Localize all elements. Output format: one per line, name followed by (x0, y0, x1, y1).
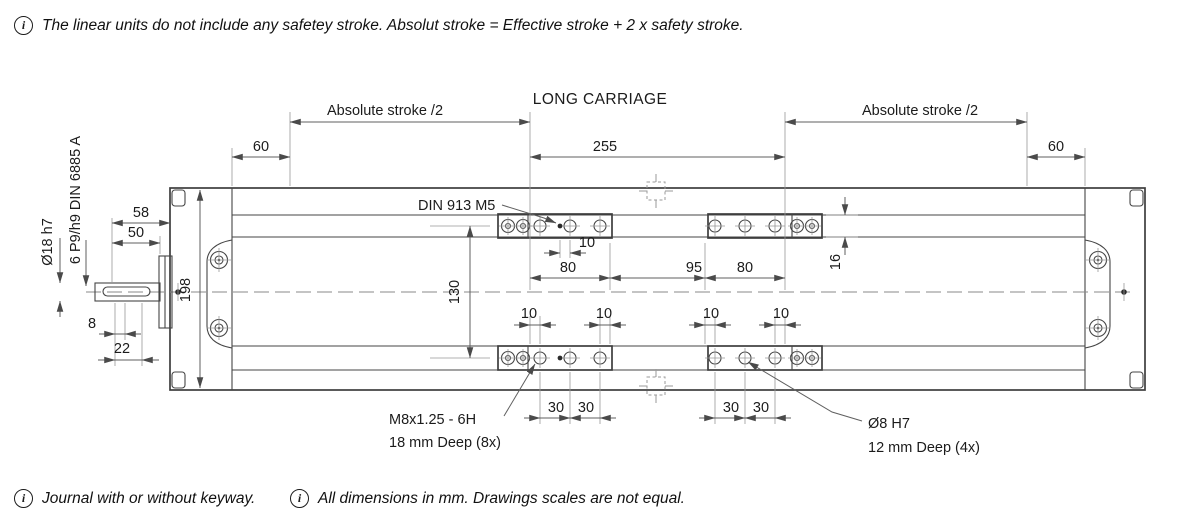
keyway-slot (102, 286, 151, 297)
thread-hole-icon (530, 348, 550, 368)
dim-58: 58 (133, 205, 149, 221)
note-bottom-right: i All dimensions in mm. Drawings scales … (290, 489, 685, 508)
dim-10-slot-1: 10 (521, 306, 537, 322)
mount-hole-icon (765, 216, 785, 236)
registration-mark-bottom (639, 369, 673, 403)
setscrew-hole-icon (499, 349, 517, 367)
note-top: i The linear units do not include any sa… (14, 16, 744, 35)
drive-shaft (94, 255, 173, 329)
mount-hole-icon (590, 216, 610, 236)
left-end-bracket (206, 239, 233, 349)
dim-10-slot-2: 10 (596, 306, 612, 322)
screw-icon (207, 248, 231, 272)
thread-hole-icon (705, 348, 725, 368)
linear-unit-body (169, 187, 1146, 391)
dim-30-4: 30 (753, 400, 769, 416)
dim-95: 95 (686, 260, 702, 276)
dowel-hole-icon (735, 348, 755, 368)
dim-keyway-spec: 6 P9/h9 DIN 6885 A (68, 136, 84, 264)
dim-shaft-diameter: Ø18 h7 (40, 218, 56, 266)
dim-10-slot-3: 10 (703, 306, 719, 322)
center-line (86, 283, 1136, 301)
thread-hole-icon (590, 348, 610, 368)
note-bottom-left-text: Journal with or without keyway. (42, 490, 256, 507)
screw-icon (1086, 316, 1110, 340)
dim-60-right: 60 (1048, 139, 1064, 155)
dim-16: 16 (828, 254, 844, 270)
thread-hole-icon (765, 348, 785, 368)
callout-thread: M8x1.25 - 6H (389, 412, 476, 428)
dim-50: 50 (128, 225, 144, 241)
info-icon: i (14, 489, 33, 508)
note-bottom-right-text: All dimensions in mm. Drawings scales ar… (318, 490, 685, 507)
drawing-title: LONG CARRIAGE (533, 91, 667, 108)
mount-hole-icon (735, 216, 755, 236)
dim-absolute-stroke-right: Absolute stroke /2 (862, 103, 978, 119)
dim-255: 255 (593, 139, 617, 155)
right-end-bracket (1084, 239, 1111, 349)
screw-icon (207, 316, 231, 340)
info-icon: i (290, 489, 309, 508)
dim-198: 198 (178, 278, 194, 302)
info-icon: i (14, 16, 33, 35)
dim-30-2: 30 (578, 400, 594, 416)
setscrew-hole-icon (514, 349, 532, 367)
dim-80-left: 80 (560, 260, 576, 276)
dimension-labels: 60 Absolute stroke /2 255 Absolute strok… (40, 103, 1064, 416)
mount-hole-icon (560, 216, 580, 236)
carriage-top-rail (497, 213, 823, 239)
dim-30-3: 30 (723, 400, 739, 416)
dim-10-setscrew: 10 (579, 235, 595, 251)
dim-60-left: 60 (253, 139, 269, 155)
callout-thread-depth: 18 mm Deep (8x) (389, 435, 501, 451)
dimension-lines (56, 118, 1086, 422)
setscrew-hole-icon (803, 349, 821, 367)
dim-30-1: 30 (548, 400, 564, 416)
mount-hole-icon (705, 216, 725, 236)
note-top-text: The linear units do not include any safe… (42, 17, 744, 34)
screw-icon (1086, 248, 1110, 272)
note-bottom-left: i Journal with or without keyway. (14, 489, 255, 508)
callout-dowel-depth: 12 mm Deep (4x) (868, 440, 980, 456)
dim-130: 130 (447, 280, 463, 304)
carriage-bottom-rail (497, 345, 823, 371)
dim-22: 22 (114, 341, 130, 357)
setscrew-hole-icon (514, 217, 532, 235)
registration-mark-top (639, 174, 673, 208)
callout-din913: DIN 913 M5 (418, 198, 495, 214)
dim-absolute-stroke-left: Absolute stroke /2 (327, 103, 443, 119)
setscrew-hole-icon (788, 217, 806, 235)
dim-8: 8 (88, 316, 96, 332)
mount-hole-icon (530, 216, 550, 236)
extension-lines (111, 112, 1086, 424)
thread-hole-icon (560, 348, 580, 368)
callout-leaders (501, 204, 863, 422)
setscrew-hole-icon (803, 217, 821, 235)
dim-10-slot-4: 10 (773, 306, 789, 322)
callout-dowel: Ø8 H7 (868, 416, 910, 432)
dim-80-right: 80 (737, 260, 753, 276)
callout-labels: DIN 913 M5 M8x1.25 - 6H 18 mm Deep (8x) … (389, 198, 980, 456)
